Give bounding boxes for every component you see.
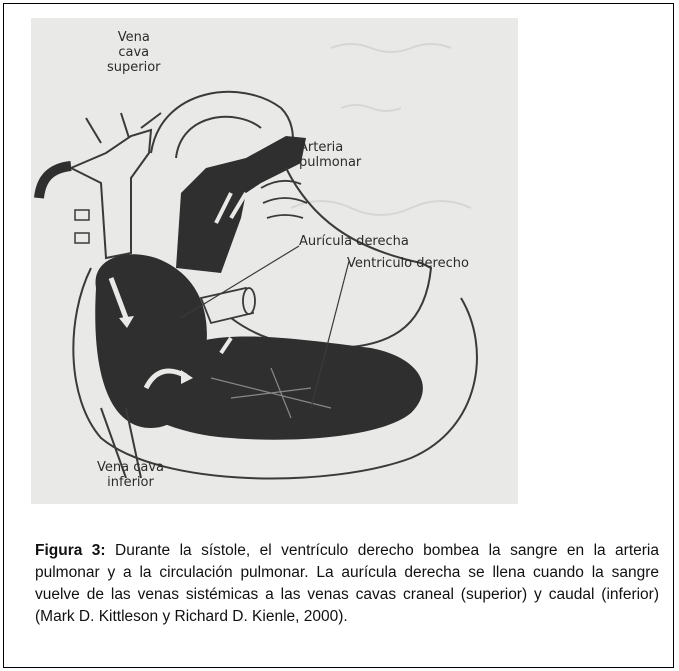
caption-text: Durante la sístole, el ventrículo derech… bbox=[35, 542, 659, 625]
label-auricula-derecha: Aurícula derecha bbox=[299, 234, 409, 249]
right-ventricle bbox=[151, 336, 423, 439]
label-vena-cava-inferior: Vena cava inferior bbox=[97, 460, 164, 490]
background-bleed bbox=[291, 44, 471, 215]
caption-label: Figura 3: bbox=[35, 542, 106, 559]
figure-frame: Vena cava superior Arteria pulmonar Aurí… bbox=[3, 3, 674, 668]
vena-cava-superior-vessel bbox=[71, 130, 151, 258]
label-vena-cava-superior: Vena cava superior bbox=[107, 30, 161, 75]
figure-caption: Figura 3: Durante la sístole, el ventríc… bbox=[35, 540, 659, 628]
label-ventriculo-derecho: Ventriculo derecho bbox=[347, 256, 469, 271]
label-arteria-pulmonar: Arteria pulmonar bbox=[299, 140, 361, 170]
heart-diagram-photo: Vena cava superior Arteria pulmonar Aurí… bbox=[31, 18, 518, 504]
